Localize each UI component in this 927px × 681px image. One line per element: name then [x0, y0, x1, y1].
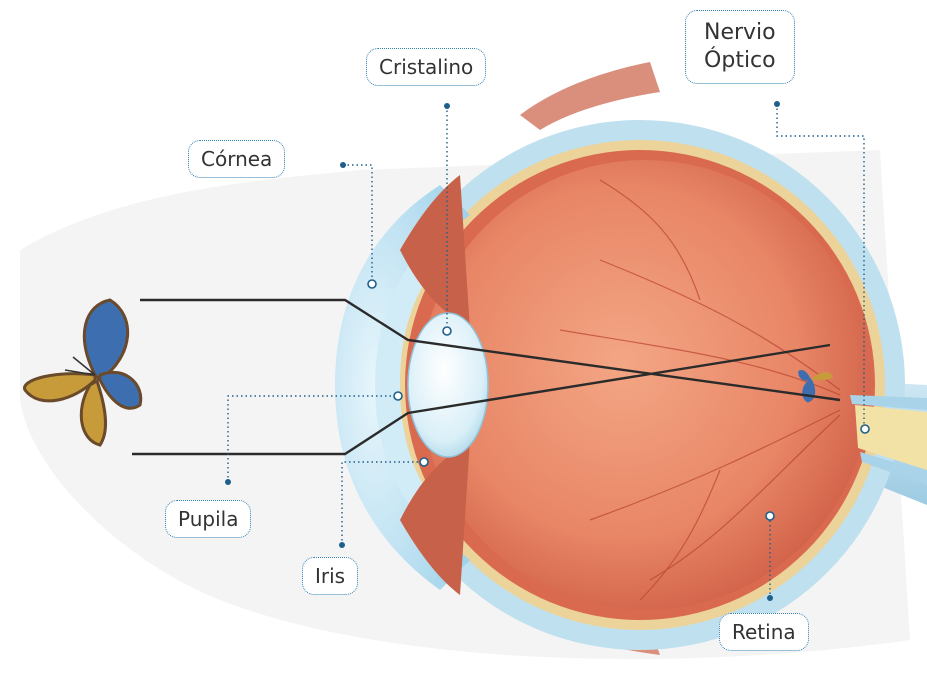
label-cristalino: Cristalino [366, 48, 486, 86]
label-pupila: Pupila [165, 500, 251, 538]
label-cornea: Córnea [188, 140, 285, 178]
label-retina: Retina [719, 613, 809, 651]
label-iris: Iris [302, 557, 358, 595]
label-nervio-optico: Nervio Óptico [685, 10, 795, 84]
muscle-top [520, 62, 660, 130]
